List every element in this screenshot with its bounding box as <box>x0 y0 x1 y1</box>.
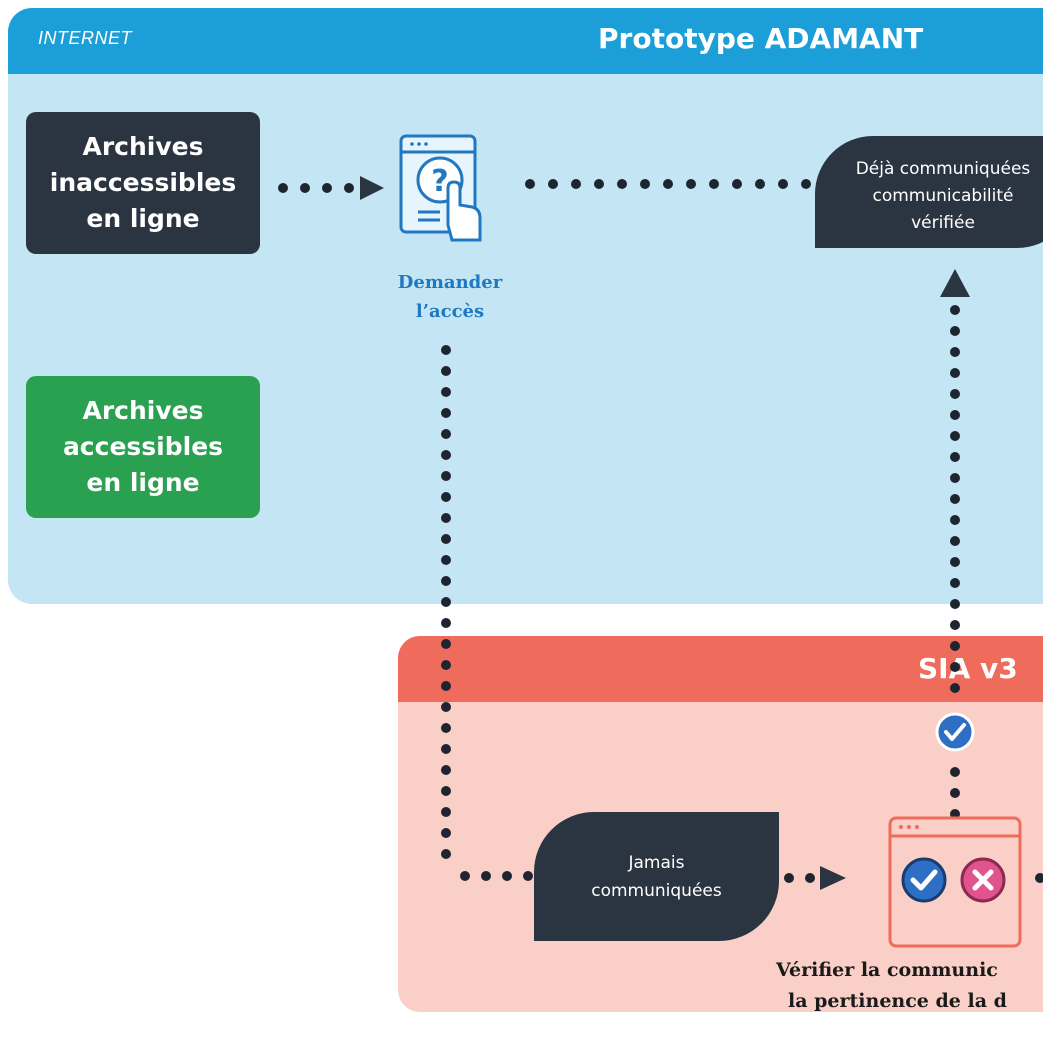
arrow-up-icon <box>940 269 970 297</box>
cross-circle-icon <box>960 857 1006 903</box>
prototype-title: Prototype ADAMANT <box>598 22 924 55</box>
deja-communiquees-node: Déjà communiquées communicabilité vérifi… <box>815 136 1043 248</box>
request-access-icon: ? <box>399 134 482 242</box>
arrowheads <box>360 176 970 890</box>
node-text-line: accessibles <box>62 432 224 461</box>
check-circle-icon <box>901 857 947 903</box>
node-text-line: communiquées <box>591 880 722 901</box>
svg-text:?: ? <box>431 164 448 199</box>
node-text-line: Déjà communiquées <box>855 159 1031 179</box>
label-line: Demander <box>397 272 503 293</box>
label-line: la pertinence de la d <box>788 990 1007 1012</box>
internet-zone-header: INTERNET Prototype ADAMANT <box>8 8 1043 74</box>
node-text-line: communicabilité <box>872 186 1014 206</box>
node-text-line: en ligne <box>86 204 200 233</box>
archives-inaccessibles-node: Archives inaccessibles en ligne <box>26 112 260 254</box>
node-text-line: inaccessibles <box>49 168 237 197</box>
node-text-line: Archives <box>82 132 204 161</box>
label-line: Vérifier la communic <box>776 959 998 981</box>
verify-window-icon <box>888 816 1022 948</box>
sia-zone-header: SIA v3 <box>398 636 1043 702</box>
arrow-right-icon <box>820 866 846 890</box>
demander-acces-label: Demander l’accès <box>360 268 540 326</box>
node-text-line: Archives <box>82 396 204 425</box>
internet-label: INTERNET <box>38 28 132 48</box>
check-badge-icon <box>935 712 975 752</box>
sia-title: SIA v3 <box>918 652 1018 685</box>
node-text-line: vérifiée <box>911 213 975 233</box>
arrow-right-icon <box>360 176 384 200</box>
node-text-line: en ligne <box>86 468 200 497</box>
node-text-line: Jamais <box>628 852 685 873</box>
label-line: l’accès <box>415 301 485 322</box>
jamais-communiquees-node: Jamais communiquées <box>534 812 779 941</box>
archives-accessibles-node: Archives accessibles en ligne <box>26 376 260 518</box>
verifier-label: Vérifier la communic la pertinence de la… <box>776 955 1043 1017</box>
